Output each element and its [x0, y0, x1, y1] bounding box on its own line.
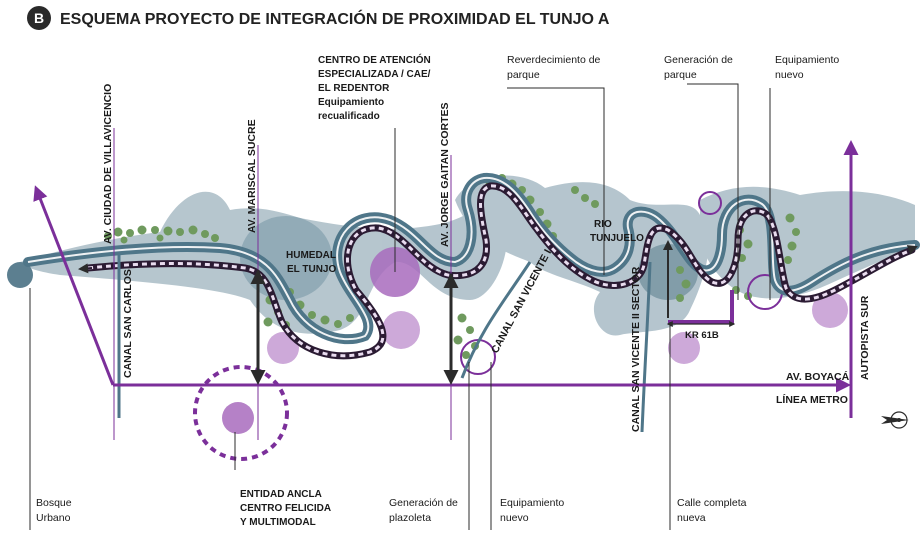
- svg-text:Calle completa: Calle completa: [677, 497, 747, 509]
- svg-text:CENTRO FELICIDA: CENTRO FELICIDA: [240, 503, 331, 514]
- shade-east: [700, 186, 915, 299]
- section-badge: [27, 6, 51, 30]
- page-title: ESQUEMA PROYECTO DE INTEGRACIÓN DE PROXI…: [60, 9, 610, 28]
- equipment-circle-2: [382, 311, 420, 349]
- svg-text:Equipamiento: Equipamiento: [775, 54, 839, 66]
- label-linea-metro: LÍNEA METRO: [776, 393, 848, 406]
- svg-text:nuevo: nuevo: [500, 512, 529, 524]
- svg-text:recualificado: recualificado: [318, 111, 380, 122]
- annotation-generacion-parque: Generación de parque: [664, 54, 733, 81]
- header: B ESQUEMA PROYECTO DE INTEGRACIÓN DE PRO…: [27, 6, 610, 30]
- svg-text:Urbano: Urbano: [36, 512, 71, 524]
- annotation-entidad-ancla: ENTIDAD ANCLA CENTRO FELICIDA Y MULTIMOD…: [240, 489, 331, 528]
- connector-arrows: [250, 240, 673, 385]
- equipment-circle-3: [267, 332, 299, 364]
- annotation-calle-completa: Calle completa nueva: [677, 497, 747, 524]
- svg-text:parque: parque: [507, 69, 540, 81]
- label-rio-2: TUNJUELO: [590, 233, 644, 244]
- svg-text:nuevo: nuevo: [775, 69, 804, 81]
- north-arrow-icon: [881, 411, 909, 429]
- horizontal-labels: AV. BOYACÁ LÍNEA METRO KR 61B: [685, 330, 850, 406]
- svg-text:ENTIDAD ANCLA: ENTIDAD ANCLA: [240, 489, 322, 500]
- river-highlight: [27, 176, 916, 341]
- svg-text:Generación de: Generación de: [389, 497, 458, 509]
- label-av-boyaca: AV. BOYACÁ: [786, 370, 850, 383]
- leader-generacion-parque: [687, 83, 739, 300]
- svg-text:Equipamiento: Equipamiento: [318, 97, 384, 108]
- annotation-cae: CENTRO DE ATENCIÓN ESPECIALIZADA / CAE/ …: [318, 53, 431, 122]
- place-labels: HUMEDAL EL TUNJO RIO TUNJUELO: [286, 219, 644, 275]
- trees-jorge-gaitan: [453, 313, 479, 359]
- label-av-ciudad-villavicencio: AV. CIUDAD DE VILLAVICENCIO: [102, 84, 114, 244]
- annotation-bosque-urbano: Bosque Urbano: [36, 497, 72, 524]
- canal-san-vicente-i-line: [460, 261, 532, 379]
- equipamiento-nuevo-ring: [698, 191, 722, 215]
- svg-text:plazoleta: plazoleta: [389, 512, 431, 524]
- svg-text:EL REDENTOR: EL REDENTOR: [318, 83, 390, 94]
- label-canal-san-carlos: CANAL SAN CARLOS: [122, 269, 134, 378]
- label-kr-61b: KR 61B: [685, 330, 719, 341]
- entidad-ancla-influence-ring: [193, 365, 289, 461]
- section-badge-letter: B: [34, 10, 44, 26]
- label-humedal-2: EL TUNJO: [287, 264, 336, 275]
- annotation-reverdecimiento: Reverdecimiento de parque: [507, 54, 601, 81]
- label-av-jorge-gaitan-cortes: AV. JORGE GAITAN CORTES: [439, 103, 451, 248]
- trees-west: [104, 225, 219, 244]
- route-dashes: [87, 184, 913, 358]
- bosque-urbano-link: [33, 185, 115, 386]
- callout-leaders: [29, 83, 771, 530]
- bosque-urbano-circle: [7, 262, 33, 288]
- label-av-mariscal-sucre: AV. MARISCAL SUCRE: [246, 119, 258, 233]
- label-canal-san-vicente-ii: CANAL SAN VICENTE II SECTOR: [630, 266, 642, 432]
- svg-text:Bosque: Bosque: [36, 497, 72, 509]
- route-east-arrow: [906, 245, 918, 255]
- canals: [117, 252, 652, 433]
- label-rio-1: RIO: [594, 219, 612, 230]
- label-humedal-1: HUMEDAL: [286, 250, 336, 261]
- entidad-ancla-circle: [222, 402, 254, 434]
- road-network: [33, 128, 859, 440]
- route-west-arrow: [78, 263, 93, 274]
- annotation-equipamiento-top: Equipamiento nuevo: [775, 54, 839, 81]
- annotation-generacion-plazoleta: Generación de plazoleta: [389, 497, 458, 524]
- equipment-circle-5: [812, 292, 848, 328]
- annotation-equipamiento-bottom: Equipamiento nuevo: [500, 497, 564, 524]
- svg-text:nueva: nueva: [677, 512, 706, 524]
- dashed-route: [78, 182, 918, 360]
- svg-text:ESPECIALIZADA / CAE/: ESPECIALIZADA / CAE/: [318, 69, 431, 80]
- svg-text:parque: parque: [664, 69, 697, 81]
- svg-text:Generación de: Generación de: [664, 54, 733, 66]
- canal-san-vicente-ii-line: [640, 261, 652, 433]
- equipment-circle-4: [668, 332, 700, 364]
- svg-text:Reverdecimiento de: Reverdecimiento de: [507, 54, 601, 66]
- rio-tunjuelo-river: [23, 172, 920, 345]
- kr-61b-street: [666, 290, 736, 327]
- label-autopista-sur: AUTOPISTA SUR: [859, 295, 871, 380]
- svg-text:CENTRO DE ATENCIÓN: CENTRO DE ATENCIÓN: [318, 53, 431, 66]
- leader-reverdecimiento: [507, 87, 605, 275]
- svg-text:Y MULTIMODAL: Y MULTIMODAL: [240, 517, 316, 528]
- svg-text:Equipamiento: Equipamiento: [500, 497, 564, 509]
